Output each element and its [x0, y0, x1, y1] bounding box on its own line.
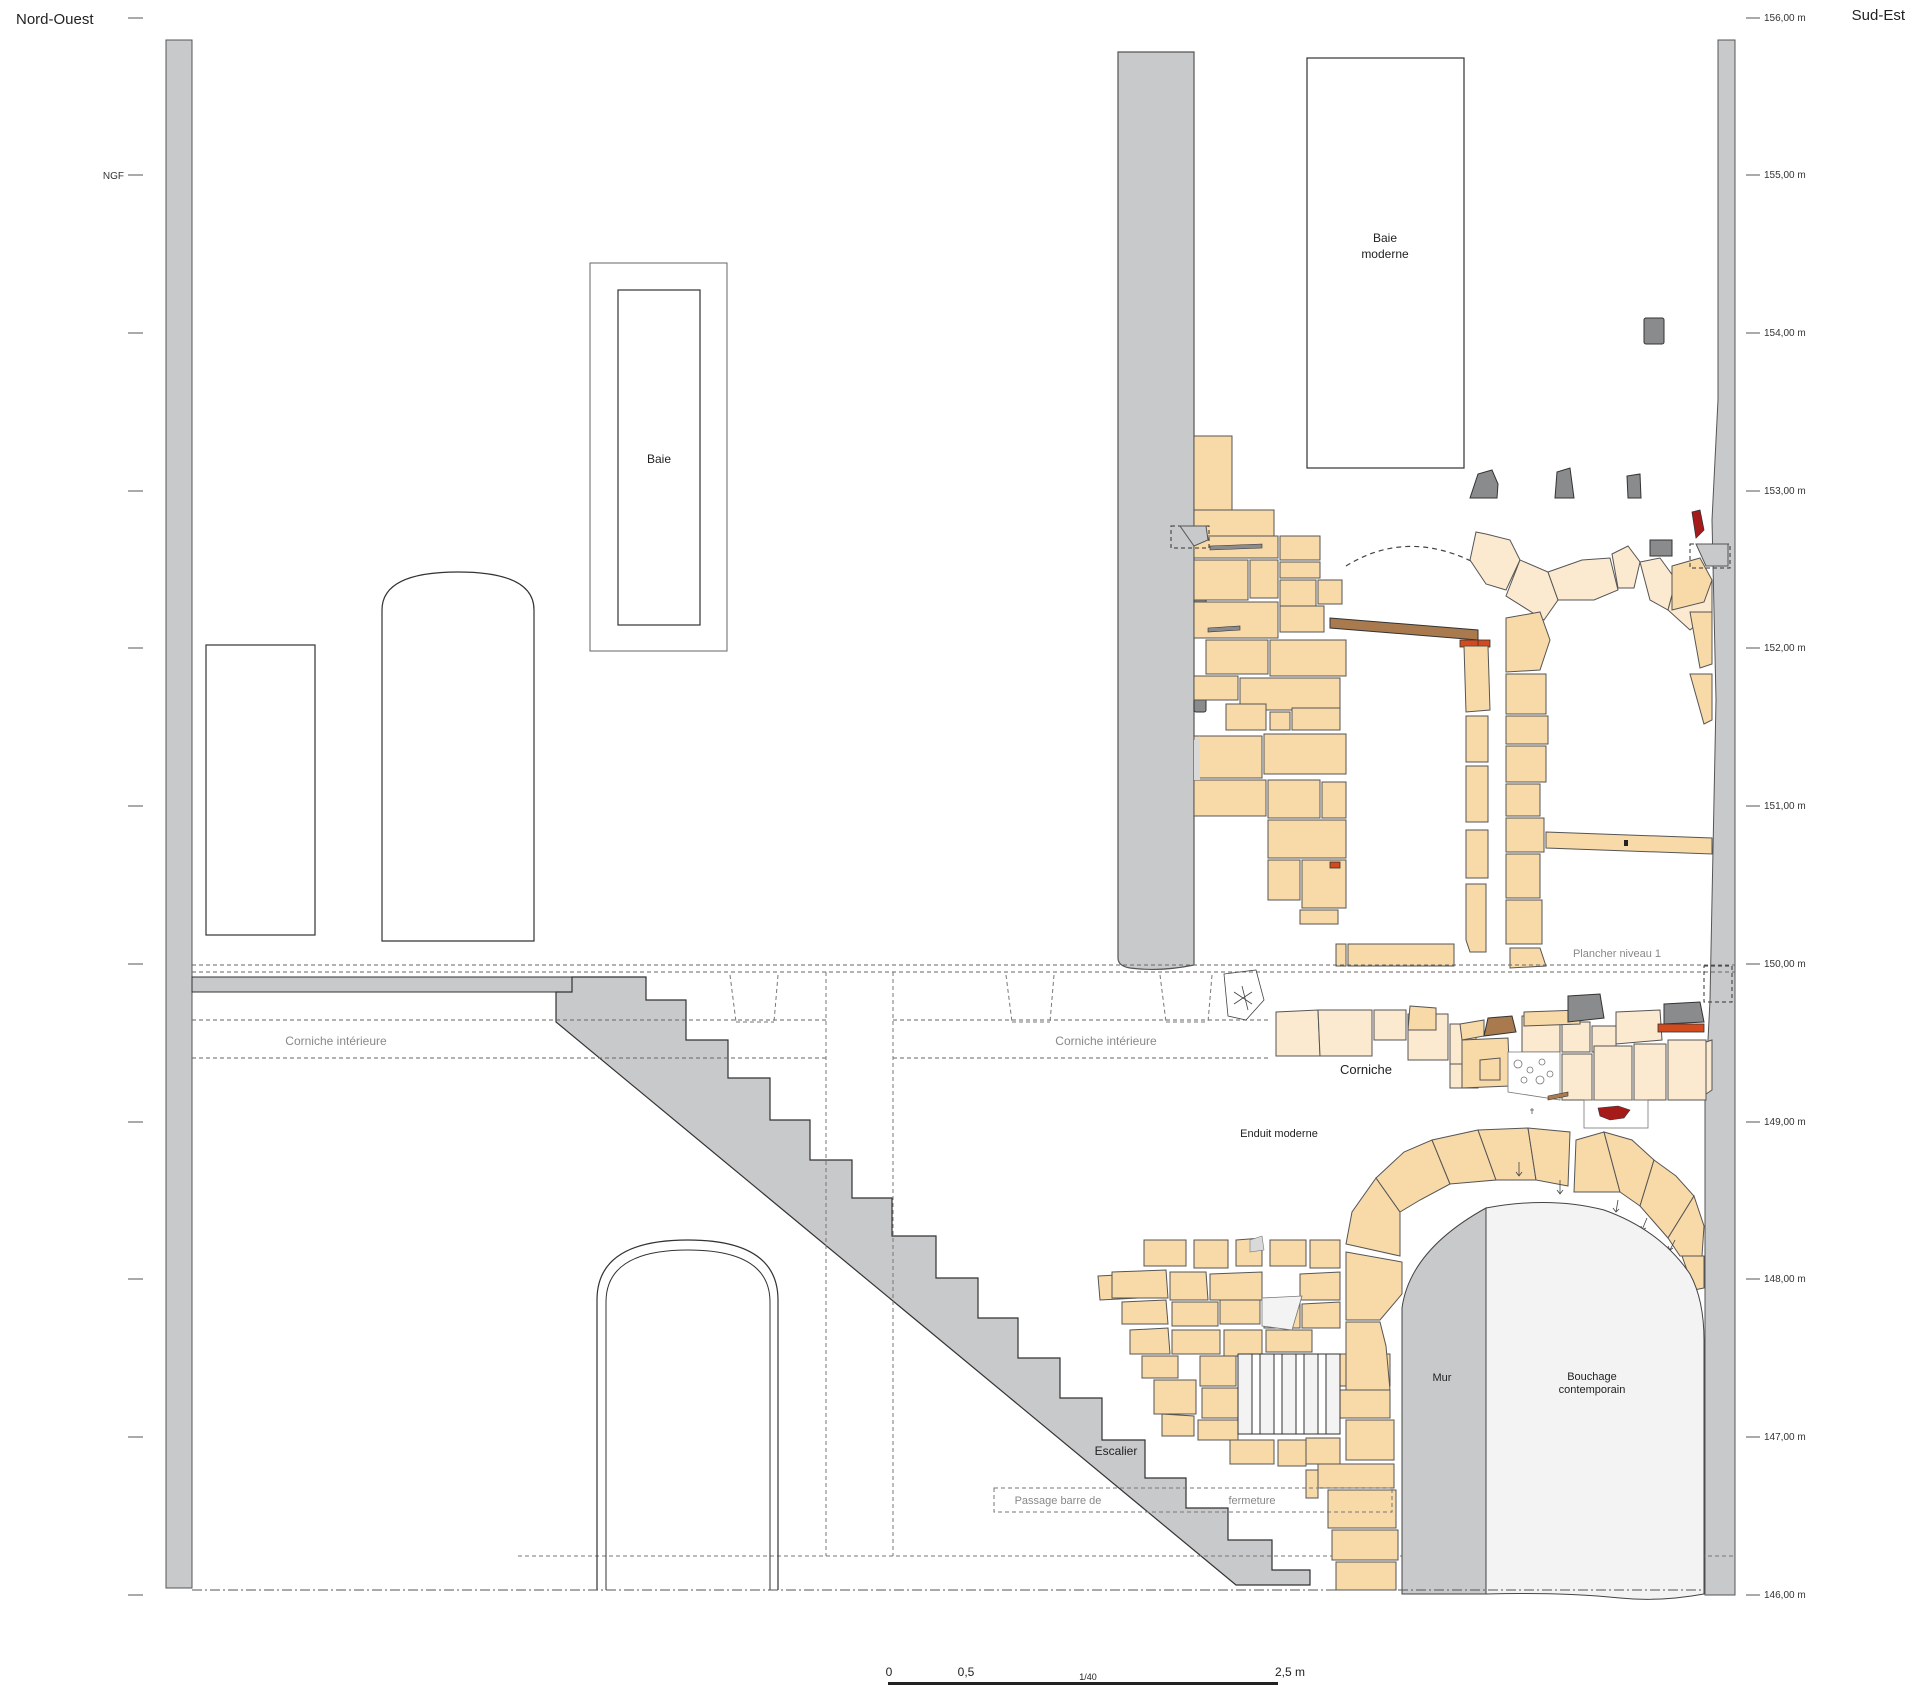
floor-slab — [191, 976, 573, 993]
baie-moderne-frame — [1306, 57, 1465, 469]
wooden-beam — [1329, 617, 1479, 641]
left-wall-section — [165, 39, 193, 1589]
left-ledge-stone — [1179, 525, 1209, 547]
right-ledge-dashed — [1689, 543, 1731, 569]
left-ledge-dashed — [1170, 525, 1210, 549]
elev-label-147: 147,00 m — [1764, 1432, 1806, 1443]
baie-moderne-label-2: moderne — [1361, 247, 1409, 261]
masonry-grey-patch — [1249, 1235, 1265, 1253]
orientation-right-label: Sud-Est — [1852, 7, 1906, 24]
mur-label: Mur — [1433, 1372, 1452, 1384]
red-fragment-upper — [1691, 509, 1705, 539]
elev-label-154: 154,00 m — [1764, 328, 1806, 339]
scale-tick-25: 2,5 m — [1275, 1665, 1305, 1679]
datum-label: NGF — [103, 171, 124, 182]
corniche-int-label-2: Corniche intérieure — [1055, 1034, 1157, 1048]
baie-moderne-label-1: Baie — [1373, 231, 1397, 245]
arch-arrows — [1515, 1162, 1676, 1251]
corniche-grey-stone-1 — [1567, 993, 1605, 1023]
rubble-patch — [1507, 1051, 1561, 1101]
passage-label-2: fermeture — [1228, 1495, 1275, 1507]
elev-label-148: 148,00 m — [1764, 1274, 1806, 1285]
orientation-left-label: Nord-Ouest — [16, 11, 94, 28]
arch-key-grey-stone — [1649, 539, 1673, 557]
brick-fragment-3 — [1329, 861, 1341, 869]
doorway-outer-arch — [596, 1239, 779, 1590]
escalier-label: Escalier — [1095, 1444, 1138, 1458]
right-ledge-stone — [1695, 543, 1729, 567]
central-wall-pillar — [1117, 51, 1195, 971]
round-arch-left-jamb — [1305, 1251, 1403, 1591]
corniche-int-label-1: Corniche intérieure — [285, 1034, 387, 1048]
left-ledge-bar-2 — [1207, 625, 1241, 633]
bouchage-label-2: contemporain — [1559, 1384, 1626, 1396]
dashed-verticals — [518, 972, 1735, 1557]
corniche-stones-darker — [1407, 1005, 1581, 1089]
scale-tick-05: 0,5 — [958, 1665, 975, 1679]
rubble-wood-sliver — [1547, 1091, 1569, 1101]
elev-label-146: 146,00 m — [1764, 1590, 1806, 1601]
mortar-patch — [1194, 736, 1200, 780]
red-stain — [1597, 1105, 1631, 1121]
corniche-label: Corniche — [1340, 1062, 1392, 1077]
passage-barre-dashed — [993, 1487, 1393, 1513]
left-elevation-ticks — [128, 17, 143, 1596]
elev-label-155: 155,00 m — [1764, 170, 1806, 181]
left-rect-opening — [205, 644, 316, 936]
baie-outer-frame — [589, 262, 728, 652]
left-ledge-bar — [1209, 543, 1263, 551]
scale-ratio: 1/40 — [1079, 1672, 1097, 1682]
beam-peg — [1624, 840, 1628, 846]
right-elevation-ticks — [1746, 17, 1760, 1596]
plancher-right-dashed — [1703, 965, 1733, 1003]
left-arched-opening — [381, 571, 535, 942]
masonry-void — [1261, 1295, 1303, 1331]
scale-tick-0: 0 — [886, 1665, 893, 1679]
elev-label-152: 152,00 m — [1764, 643, 1806, 654]
corniche-wood-piece — [1483, 1015, 1517, 1037]
grille-bars — [1251, 1353, 1327, 1435]
mur-infill — [1401, 1207, 1487, 1595]
elev-label-156: 156,00 m — [1764, 13, 1806, 24]
sketched-stone-mark — [1233, 985, 1253, 1011]
elev-label-151: 151,00 m — [1764, 801, 1806, 812]
arch-interior-beam — [1545, 831, 1713, 855]
passage-label-1: Passage barre de — [1015, 1495, 1102, 1507]
red-patch-frame — [1583, 1099, 1649, 1129]
right-wall-section — [1704, 39, 1736, 1596]
doorway-inner-arch — [605, 1249, 771, 1590]
elev-label-149: 149,00 m — [1764, 1117, 1806, 1128]
plancher-label: Plancher niveau 1 — [1573, 948, 1661, 960]
scale-bar-line — [888, 1682, 1278, 1685]
elev-label-150: 150,00 m — [1764, 959, 1806, 970]
jamb-stones — [1335, 645, 1491, 967]
elev-label-153: 153,00 m — [1764, 486, 1806, 497]
rubble-pebbles — [1513, 1058, 1554, 1085]
bouchage-infill — [1485, 1201, 1705, 1600]
enduit-label: Enduit moderne — [1240, 1128, 1318, 1140]
baie-label: Baie — [647, 452, 671, 466]
staircase — [555, 976, 1311, 1586]
corniche-grey-stone-2 — [1663, 1001, 1705, 1025]
round-arch-voussoirs — [1345, 1127, 1705, 1291]
masonry-left-upper — [1193, 435, 1347, 925]
pointed-arch-jambs — [1505, 557, 1713, 969]
masonry-lower-left — [1097, 1237, 1391, 1467]
baie-inner-frame — [617, 289, 701, 626]
cross-mark-1 — [1530, 1108, 1534, 1114]
bouchage-label-1: Bouchage — [1567, 1371, 1617, 1383]
sketched-stone — [1223, 969, 1265, 1021]
corniche-brick — [1657, 1023, 1705, 1033]
